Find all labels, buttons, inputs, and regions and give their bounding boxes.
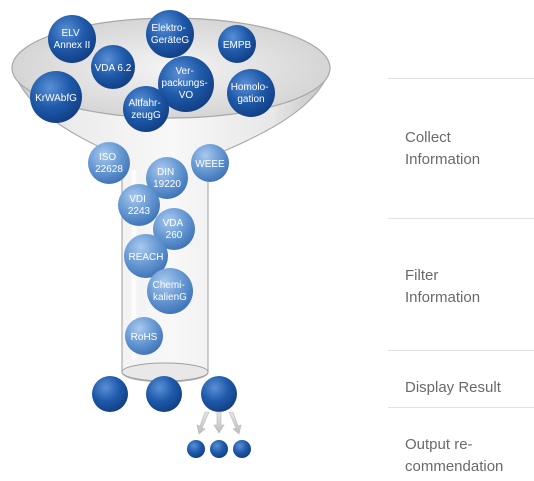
bubble-circle [88,142,130,184]
bubble-circle [146,10,194,58]
bubble-rohs: RoHS [125,317,163,355]
step-label-line: Display Result [405,379,501,396]
bubble-iso-22628: ISO 22628 [88,142,130,184]
bubble-label: WEEE [195,159,225,170]
bubble-label: Ver- packungs- VO [162,66,211,101]
bubble-label: RoHS [131,332,158,343]
bubble-circle [191,144,229,182]
bubble-label: ISO 22628 [95,152,123,175]
result-bubble-2 [146,376,182,412]
bubble-circle [146,157,188,199]
bubble-label: DIN 19220 [153,167,181,190]
bubble-label: VDI 2243 [128,194,151,217]
step-collect-information: Collect Information [405,127,480,171]
output-bubbles [187,440,251,458]
bubble-circle [153,208,195,250]
divider-3 [388,350,534,351]
bubble-weee: WEEE [191,144,229,182]
bubble-verpackungsvo: Ver- packungs- VO [158,56,214,112]
step-output-recommendation: Output re- commendation [405,434,503,478]
divider-1 [388,78,534,79]
step-filter-information: Filter Information [405,265,480,309]
bubble-circle [147,268,193,314]
bubble-circle [123,86,169,132]
bubble-circle [48,15,96,63]
bubble-chemikaliengesetz: Chemi- kalienG [147,268,193,314]
bubble-homologation: Homolo- gation [227,69,275,117]
bubble-label: EMPB [223,40,252,51]
bubble-circle [91,45,135,89]
bubble-circle [218,25,256,63]
bubble-din-19220: DIN 19220 [146,157,188,199]
bubble-circle [118,184,160,226]
bubble-vdi-2243: VDI 2243 [118,184,160,226]
output-bubble-1 [187,440,205,458]
bubble-label: Chemi- kalienG [152,280,187,303]
bubble-circle [30,71,82,123]
bubble-elv: ELV Annex II [48,15,96,63]
bubble-label: ELV Annex II [54,28,91,51]
step-display-result: Display Result [405,377,501,399]
bubble-label: KrWAbfG [35,93,77,104]
output-bubble-2 [210,440,228,458]
result-bubble-1 [92,376,128,412]
divider-2 [388,218,534,219]
bubble-altfahrzeugg: Altfahr- zeugG [123,86,169,132]
bubble-elektrogeraeteg: Elektro- GeräteG [146,10,194,58]
bubble-label: REACH [128,252,163,263]
output-arrows [196,411,242,435]
arrow-left-icon [196,411,210,435]
bubble-label: Elektro- GeräteG [151,23,190,46]
bubble-empb: EMPB [218,25,256,63]
arrow-right-icon [228,411,242,435]
bubble-vda-260: VDA 260 [153,208,195,250]
arrow-down-icon [213,411,225,434]
step-label-line: Collect [405,129,451,146]
bubble-label: Altfahr- zeugG [128,98,163,121]
bubble-label: Homolo- gation [231,82,272,105]
bubble-circle [124,234,168,278]
bubble-krwabfg: KrWAbfG [30,71,82,123]
bubble-circle [227,69,275,117]
bubble-reach: REACH [124,234,168,278]
step-label-line: Information [405,289,481,306]
bubble-vda-6-2: VDA 6.2 [91,45,135,89]
step-label-line: Filter [405,267,439,284]
bubble-circle [125,317,163,355]
step-label-line: Information [405,151,481,168]
bubble-label: VDA 6.2 [95,63,132,74]
result-bubble-3 [201,376,237,412]
bubble-circle [158,56,214,112]
result-bubbles [92,376,237,412]
step-label-line: Output re- [405,436,473,453]
bubble-label: VDA 260 [163,218,186,241]
output-bubble-3 [233,440,251,458]
step-label-line: commendation [405,458,504,475]
divider-4 [388,407,534,408]
